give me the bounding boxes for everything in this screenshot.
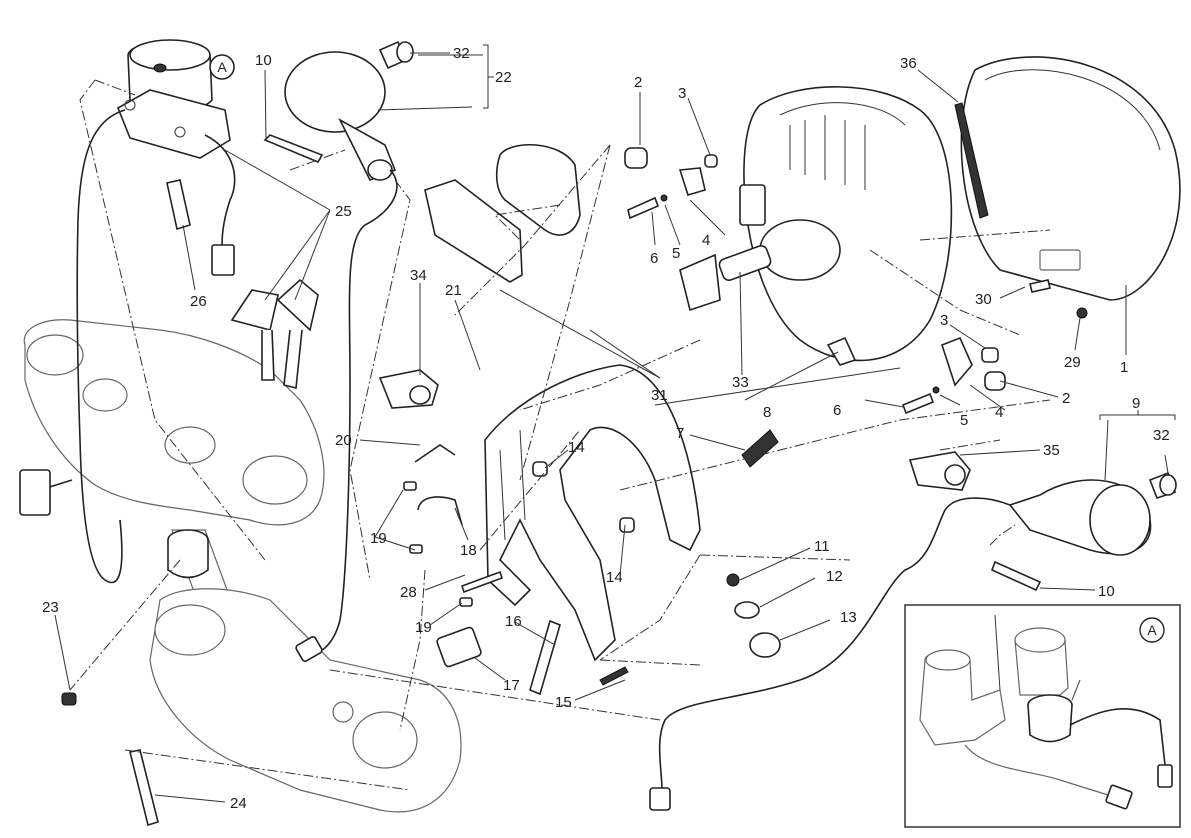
ignition-wire <box>204 134 236 276</box>
callout-2: 2 <box>1062 390 1070 407</box>
callout-3: 3 <box>678 85 686 102</box>
callout-32: 32 <box>453 45 470 62</box>
callout-31: 31 <box>651 387 668 404</box>
headlight-spring <box>741 429 779 468</box>
callout-7: 7 <box>676 425 684 442</box>
bracket-rubber-mount <box>378 369 439 409</box>
callout-3: 3 <box>940 312 948 329</box>
callout-13: 13 <box>840 609 857 626</box>
callout-5: 5 <box>672 245 680 262</box>
bracket-pin <box>529 619 629 696</box>
inset-marker-label: A <box>1147 622 1157 638</box>
callout-12: 12 <box>826 568 843 585</box>
rim-screw-and-nut <box>1029 279 1088 319</box>
right-indicator-wire <box>649 497 1011 811</box>
right-indicator-bulb <box>1148 471 1177 499</box>
callout-14: 14 <box>606 569 623 586</box>
callout-14: 14 <box>568 439 585 456</box>
ignition-key-set <box>230 278 319 389</box>
cable-clips <box>414 444 463 526</box>
callout-15: 15 <box>555 694 572 711</box>
headlight-clip <box>826 336 857 366</box>
left-indicator-wire <box>295 169 398 662</box>
inset-wires <box>964 708 1173 810</box>
right-indicator-bolt <box>990 560 1042 592</box>
main-wiring-harness <box>19 109 126 584</box>
callout-32: 32 <box>1153 427 1170 444</box>
callout-21: 21 <box>445 282 462 299</box>
callout-10: 10 <box>255 52 272 69</box>
bracket-bushing <box>532 461 635 533</box>
callout-25: 25 <box>335 203 352 220</box>
inset-ignition-switch <box>919 649 1006 746</box>
detail-inset-a: A <box>904 604 1181 828</box>
headlight-bulb <box>679 245 772 312</box>
callout-6: 6 <box>650 250 658 267</box>
upper-triple-clamp <box>23 319 325 526</box>
headlight-body <box>739 86 953 362</box>
right-turn-indicator <box>1008 479 1152 556</box>
callout-23: 23 <box>42 599 59 616</box>
clamp-bolt <box>129 749 159 827</box>
headlight-cover-plate <box>424 179 523 283</box>
callout-20: 20 <box>335 432 352 449</box>
callout-17: 17 <box>503 677 520 694</box>
callout-30: 30 <box>975 291 992 308</box>
assembly-guide-lines <box>69 79 1051 791</box>
ignition-bolt <box>166 179 191 231</box>
adjuster-bushing-upper <box>624 147 718 220</box>
callout-2: 2 <box>634 74 642 91</box>
callout-34: 34 <box>410 267 427 284</box>
right-indicator-mount <box>908 451 971 491</box>
rubber-grommet-stack <box>726 573 781 658</box>
callout-10: 10 <box>1098 583 1115 600</box>
callout-4: 4 <box>702 232 710 249</box>
callout-35: 35 <box>1043 442 1060 459</box>
indicator-bolt-upper <box>263 134 324 164</box>
headlight-gasket <box>495 144 581 236</box>
callout-4: 4 <box>995 404 1003 421</box>
bracket-silent-block <box>436 626 482 668</box>
callout-6: 6 <box>833 402 841 419</box>
adjuster-bracket-lower <box>901 336 1006 415</box>
clamp-nut <box>61 692 77 706</box>
small-screws <box>403 481 504 607</box>
callout-36: 36 <box>900 55 917 72</box>
callout-16: 16 <box>505 613 522 630</box>
inset-immobilizer-ring <box>1027 694 1073 743</box>
headlight-rim <box>960 56 1181 301</box>
left-indicator-bulb <box>378 40 414 70</box>
callout-29: 29 <box>1064 354 1081 371</box>
detail-marker-label: A <box>217 59 227 75</box>
callout-labels: 1 2 2 3 3 4 4 5 5 6 6 7 8 9 10 10 11 12 … <box>42 45 1170 812</box>
callout-22: 22 <box>495 69 512 86</box>
callout-18: 18 <box>460 542 477 559</box>
callout-19: 19 <box>370 530 387 547</box>
callout-5: 5 <box>960 412 968 429</box>
detail-marker-a: A <box>209 54 235 80</box>
left-turn-indicator <box>284 51 397 182</box>
callout-24: 24 <box>230 795 247 812</box>
callout-8: 8 <box>763 404 771 421</box>
inset-lock-cylinder <box>1014 627 1069 696</box>
callout-33: 33 <box>732 374 749 391</box>
callout-19: 19 <box>415 619 432 636</box>
callout-26: 26 <box>190 293 207 310</box>
callout-1: 1 <box>1120 359 1128 376</box>
ignition-switch <box>116 39 231 159</box>
callout-11: 11 <box>814 538 830 555</box>
callout-9: 9 <box>1132 395 1140 412</box>
rim-seal-strip <box>954 102 989 219</box>
headlight-bracket <box>484 364 701 662</box>
callout-28: 28 <box>400 584 417 601</box>
